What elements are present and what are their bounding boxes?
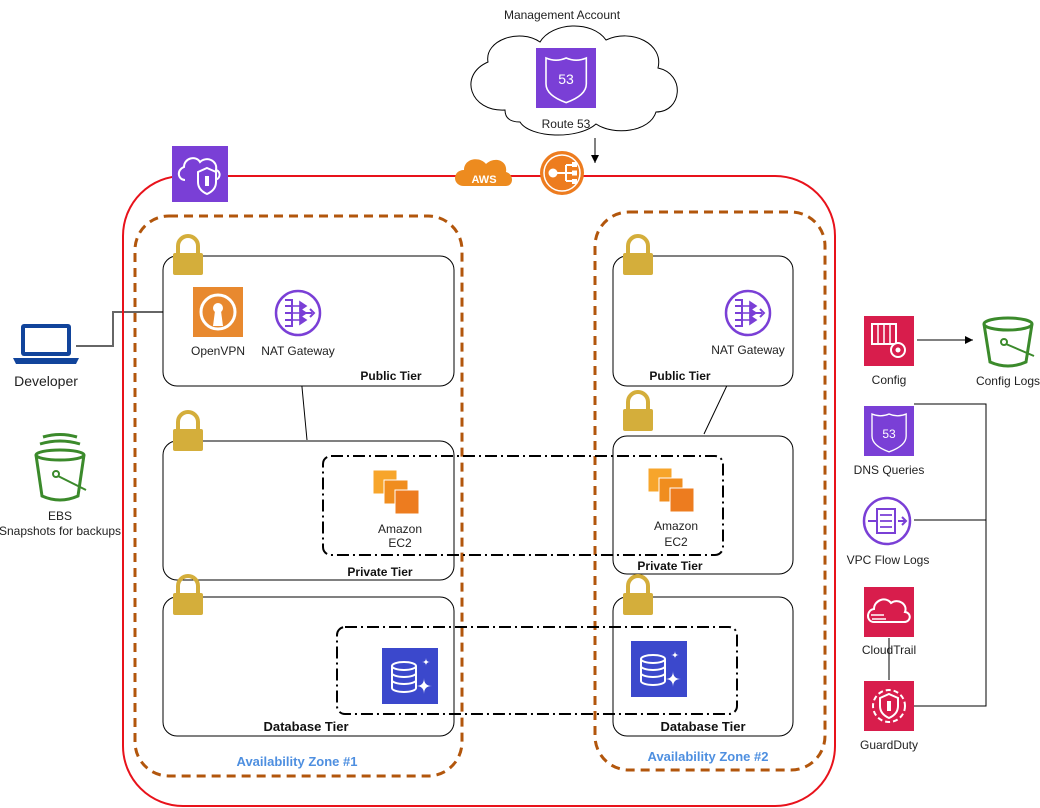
config-label: Config <box>872 373 907 387</box>
logs-to-guardduty-connector <box>914 403 987 707</box>
az2-nat-gateway-label: NAT Gateway <box>711 343 785 357</box>
config-logs-bucket-icon <box>982 316 1035 368</box>
availability-zone-2-label: Availability Zone #2 <box>648 749 769 764</box>
ec2-autoscaling-group <box>322 455 724 556</box>
az1-public-tier-label: Public Tier <box>360 369 421 383</box>
management-account: Management Account 53 Route 53 <box>470 8 678 136</box>
az2-nat-gateway-icon <box>724 289 772 337</box>
config-logs-label: Config Logs <box>976 374 1040 388</box>
openvpn-icon <box>193 287 243 337</box>
az2-private-tier-label: Private Tier <box>637 559 702 573</box>
load-balancer-icon <box>540 151 584 195</box>
az1-nat-gateway-icon <box>274 289 322 337</box>
dns-queries-label: DNS Queries <box>854 463 925 477</box>
ebs-label-line1: EBS <box>48 509 72 523</box>
az2-database-tier-label: Database Tier <box>660 719 745 734</box>
az2-database-icon <box>630 640 688 698</box>
az1-public-lock-icon <box>171 234 205 277</box>
laptop-icon <box>13 324 79 364</box>
az2-database-lock-icon <box>621 574 655 617</box>
az1-nat-gateway-label: NAT Gateway <box>261 344 335 358</box>
az2-private-lock-icon <box>621 390 655 433</box>
az1-database-icon <box>381 647 439 705</box>
az1-private-tier-label: Private Tier <box>347 565 412 579</box>
az1-ec2-label-line2: EC2 <box>388 536 412 550</box>
az1-ec2-label-line1: Amazon <box>378 522 422 536</box>
az1-database-lock-icon <box>171 574 205 617</box>
guardduty-icon <box>864 681 914 731</box>
database-cluster-group <box>336 626 738 715</box>
cloudtrail-icon <box>864 587 914 637</box>
dns-queries-icon: 53 <box>864 406 914 456</box>
az2-public-tier-label: Public Tier <box>649 369 710 383</box>
availability-zone-1 <box>133 214 464 778</box>
management-account-title: Management Account <box>504 8 621 22</box>
guardduty-label: GuardDuty <box>860 738 918 752</box>
az2-public-lock-icon <box>621 234 655 277</box>
vpc-flow-logs-label: VPC Flow Logs <box>847 553 930 567</box>
az1-database-tier <box>162 596 455 737</box>
az1-private-lock-icon <box>171 410 205 453</box>
dns-queries-number: 53 <box>882 427 896 441</box>
config-icon <box>864 316 914 366</box>
aws-badge-text: AWS <box>471 174 496 186</box>
cloudtrail-label: CloudTrail <box>862 643 916 657</box>
vpc-shield-icon <box>172 146 228 202</box>
az1-database-tier-label: Database Tier <box>263 719 348 734</box>
openvpn-label: OpenVPN <box>191 344 245 358</box>
aws-badge: AWS <box>455 159 512 186</box>
developer-label: Developer <box>14 373 78 389</box>
developer-vpn-connector <box>76 311 192 347</box>
route53-number: 53 <box>558 71 574 87</box>
ebs-label-line2: Snapshots for backups <box>0 524 121 538</box>
route53-icon: 53 <box>536 48 596 108</box>
ebs-bucket-icon <box>34 433 87 502</box>
availability-zone-2 <box>593 210 827 772</box>
az2-ec2-label-line1: Amazon <box>654 519 698 533</box>
az2-public-tier <box>612 255 794 387</box>
vpc-flow-logs-icon <box>862 496 912 546</box>
az2-database-tier <box>612 596 794 737</box>
route53-label: Route 53 <box>542 117 591 131</box>
availability-zone-1-label: Availability Zone #1 <box>237 754 358 769</box>
az2-ec2-label-line2: EC2 <box>664 535 688 549</box>
